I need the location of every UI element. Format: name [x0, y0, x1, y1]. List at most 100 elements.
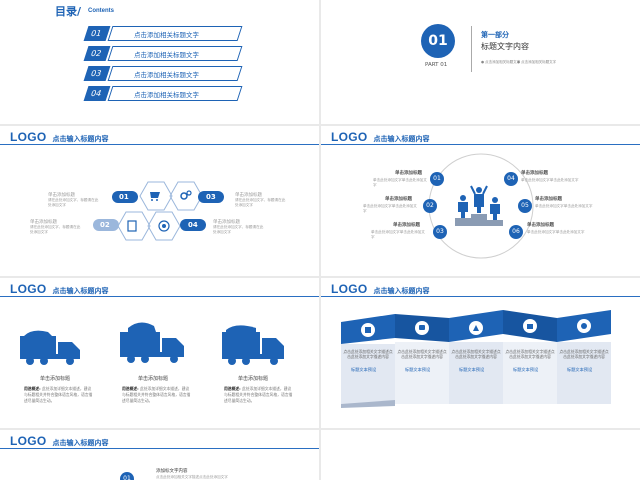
slide-header: LOGO 点击输入标题内容 — [10, 130, 109, 144]
slide-header: LOGO 点击输入标题内容 — [331, 130, 430, 144]
panel-link-5[interactable]: 标题文本预设 — [567, 367, 593, 372]
hex-label-02: 02 — [100, 221, 110, 229]
text: 单击此处添加文字单击此处添加文字 — [373, 178, 427, 187]
toc-label: 点击添加相关标题文字 — [134, 51, 199, 59]
text: 单击此处添加文字单击此处添加文字 — [535, 204, 593, 208]
toc-title: 目录/ — [55, 5, 82, 18]
hex-label-01: 01 — [119, 193, 129, 201]
panel-link-1[interactable]: 标题文本预设 — [351, 367, 377, 372]
side-title: 单击添加标题 — [30, 220, 57, 225]
label: 单击添加标题 — [395, 171, 422, 176]
side-text: 请在此处添加文字，标题请在此处添加文字 — [48, 198, 99, 207]
header-line — [0, 448, 319, 449]
section-title: 第一部分 — [481, 31, 509, 39]
header-title: 点击输入标题内容 — [52, 439, 109, 447]
slide-blank[interactable] — [321, 430, 640, 480]
hex-label-03: 03 — [206, 193, 216, 201]
toc-label: 点击添加相关标题文字 — [134, 31, 199, 39]
toc-num: 01 — [83, 26, 111, 41]
tiny-text: ● 点击添加相关标题文字 — [517, 60, 557, 64]
podium-diagram — [428, 153, 534, 259]
slide-header: LOGO 点击输入标题内容 — [10, 282, 109, 296]
panel-text-2: 点击此处添加相关文字描述点击此处添加文字描述内容 — [397, 349, 447, 359]
toc-subtitle: Contents — [88, 8, 114, 14]
label: 单击添加标题 — [393, 223, 420, 228]
text: 单击此处添加文字单击此处添加文字 — [527, 230, 585, 234]
num-circle-06: 06 — [509, 225, 523, 239]
header-title: 点击输入标题内容 — [52, 135, 109, 143]
header-line — [321, 144, 640, 145]
toc-label: 点击添加相关标题文字 — [134, 91, 199, 99]
toc-item-2: 02 点击添加相关标题文字 — [83, 46, 243, 61]
panel-text-1: 点击此处添加相关文字描述点击此处添加文字描述内容 — [343, 349, 393, 359]
label: 单击添加标题 — [521, 171, 548, 176]
toc-item-1: 01 点击添加相关标题文字 — [83, 26, 243, 41]
toc-num: 02 — [83, 46, 111, 61]
slide-partial[interactable]: LOGO 点击输入标题内容 01 添加标文字内容 点击此处添加相关文字描述点击此… — [0, 430, 319, 480]
header-title: 点击输入标题内容 — [52, 287, 109, 295]
toc-item-3: 03 点击添加相关标题文字 — [83, 66, 243, 81]
truck-label-1: 单击添加标题 — [40, 376, 71, 382]
panel-link-3[interactable]: 标题文本预设 — [459, 367, 485, 372]
side-text: 请在此处添加文字，标题请在此处添加文字 — [235, 198, 286, 207]
slide-part-01[interactable]: 01 PART 01 第一部分 标题文字内容 ● 点击添加相关标题文字 ● 点击… — [321, 0, 640, 124]
toc-label: 点击添加相关标题文字 — [134, 71, 199, 79]
truck-desc-1: 用途概述: 此处添加详细文本描述，建议与标题相关并符合整体语言风格，语言描述尽量… — [24, 386, 93, 403]
toc-num: 04 — [83, 86, 111, 101]
hex-label-04: 04 — [188, 221, 198, 229]
slide-header: LOGO 点击输入标题内容 — [10, 434, 109, 448]
panel-text-3: 点击此处添加相关文字描述点击此处添加文字描述内容 — [451, 349, 501, 359]
header-line — [321, 296, 640, 297]
text: 点击此处添加相关文字描述点击此处添加文字 — [156, 475, 228, 479]
label: 单击添加标题 — [385, 197, 412, 202]
slide-header: LOGO 点击输入标题内容 — [331, 282, 430, 296]
side-text: 请在此处添加文字，标题请在此处添加文字 — [213, 225, 264, 234]
slide-panels[interactable]: LOGO 点击输入标题内容 — [321, 278, 640, 428]
toc-num: 03 — [83, 66, 111, 81]
slide-trucks[interactable]: LOGO 点击输入标题内容 — [0, 278, 319, 428]
logo: LOGO — [331, 130, 368, 144]
num-circle-05: 05 — [518, 199, 532, 213]
side-title: 单击添加标题 — [48, 193, 75, 198]
num-circle-02: 02 — [423, 199, 437, 213]
header-line — [0, 296, 319, 297]
text: 单击此处添加文字单击此处添加文字 — [521, 178, 579, 182]
side-text: 请在此处添加文字，标题请在此处添加文字 — [30, 225, 81, 234]
header-title: 点击输入标题内容 — [373, 287, 430, 295]
logo: LOGO — [10, 130, 47, 144]
num-circle-03: 03 — [433, 225, 447, 239]
truck-desc-3: 用途概述: 此处添加详细文本描述，建议与标题相关并符合整体语言风格，语言描述尽量… — [224, 386, 293, 403]
panel-link-2[interactable]: 标题文本预设 — [405, 367, 431, 372]
section-subtitle: 标题文字内容 — [481, 42, 529, 51]
panel-graphic — [341, 310, 611, 408]
slide-toc[interactable]: 目录/ Contents 01 点击添加相关标题文字 02 点击添加相关标题文字… — [0, 0, 319, 124]
hexagon-diagram — [93, 181, 224, 241]
header-title: 点击输入标题内容 — [373, 135, 430, 143]
panel-text-4: 点击此处添加相关文字描述点击此处添加文字描述内容 — [505, 349, 555, 359]
label: 添加标文字内容 — [156, 469, 188, 474]
truck-icons — [20, 322, 284, 365]
toc-item-4: 04 点击添加相关标题文字 — [83, 86, 243, 101]
tiny-text: ● 点击添加相关标题文字 — [481, 60, 521, 64]
side-title: 单击添加标题 — [213, 220, 240, 225]
num-circle-01: 01 — [430, 172, 444, 186]
logo: LOGO — [10, 282, 47, 296]
label: 单击添加标题 — [527, 223, 554, 228]
num-circle-04: 04 — [504, 172, 518, 186]
part-label: PART 01 — [425, 62, 448, 68]
logo: LOGO — [10, 434, 47, 448]
divider — [471, 26, 472, 72]
truck-desc-2: 用途概述: 此处添加详细文本描述，建议与标题相关并符合整体语言风格，语言描述尽量… — [122, 386, 191, 403]
text: 单击此处添加文字单击此处添加文字 — [363, 204, 417, 213]
slide-podium[interactable]: LOGO 点击输入标题内容 01 02 03 04 05 06 单击添加标题 单… — [321, 126, 640, 276]
truck-label-2: 单击添加标题 — [138, 376, 169, 382]
num-circle-01: 01 — [120, 472, 134, 480]
panel-link-4[interactable]: 标题文本预设 — [513, 367, 539, 372]
truck-label-3: 单击添加标题 — [238, 376, 269, 382]
logo: LOGO — [331, 282, 368, 296]
label: 单击添加标题 — [535, 197, 562, 202]
side-title: 单击添加标题 — [235, 193, 262, 198]
slide-hexagons[interactable]: LOGO 点击输入标题内容 01 03 02 04 单击添加标题 请在此 — [0, 126, 319, 276]
panel-text-5: 点击此处添加相关文字描述点击此处添加文字描述内容 — [559, 349, 609, 359]
